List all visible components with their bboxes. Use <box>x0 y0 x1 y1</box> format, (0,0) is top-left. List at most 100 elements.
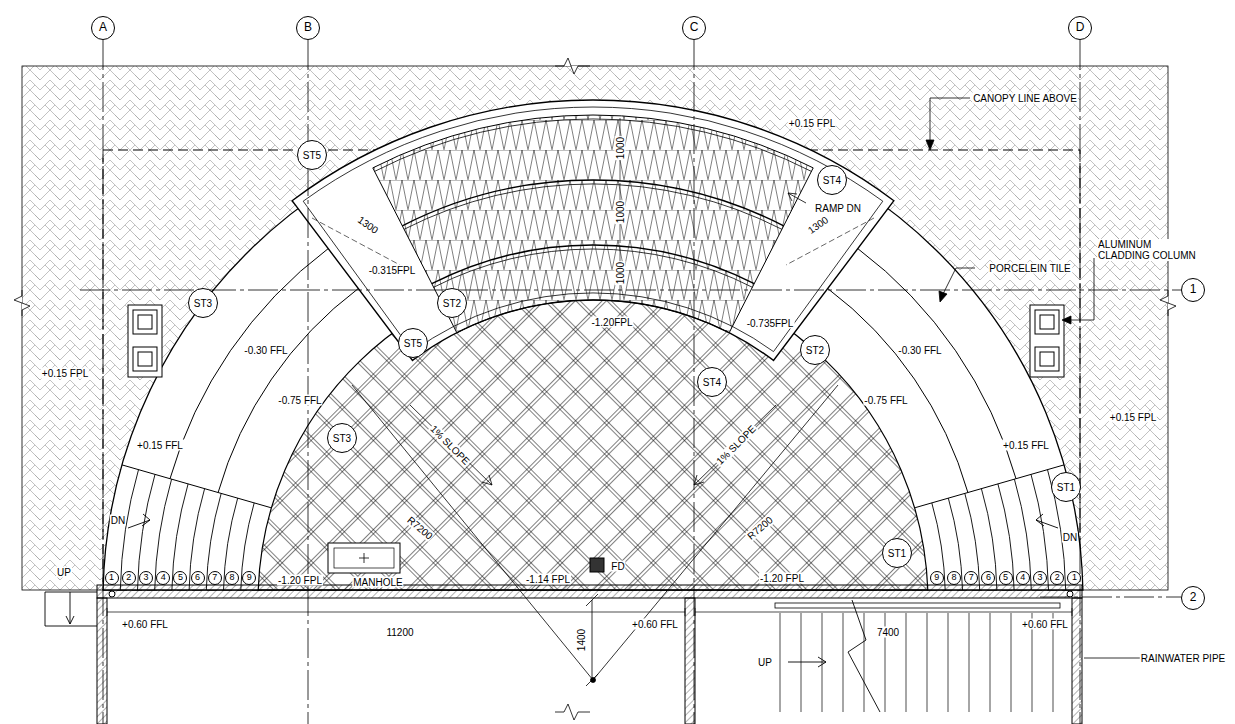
step-number-text: 9 <box>934 573 939 583</box>
grid-bubble: A <box>91 16 115 40</box>
dimension: 1000 <box>615 200 626 224</box>
grid-bubble: 1 <box>1181 278 1205 302</box>
step-number-text: 7 <box>969 573 974 583</box>
section-marker-text: ST4 <box>823 175 841 186</box>
step-number: 9 <box>930 571 944 585</box>
building-part <box>788 657 826 667</box>
steps-part <box>128 514 150 528</box>
section-marker: ST1 <box>882 538 912 568</box>
step-number-text: 5 <box>178 573 183 583</box>
step-number: 2 <box>122 571 136 585</box>
grid-bubble: B <box>296 16 320 40</box>
item-note: MANHOLE <box>352 577 403 588</box>
section-marker: ST3 <box>327 423 357 453</box>
building-part <box>109 591 115 597</box>
level-note: -1.20 FPL <box>759 573 805 584</box>
steps-part <box>155 479 172 590</box>
section-marker: ST2 <box>437 288 467 318</box>
section-marker: ST5 <box>297 140 327 170</box>
steps-part <box>120 470 138 590</box>
grid-lines <box>80 40 1181 724</box>
step-number-text: 2 <box>126 573 131 583</box>
amphitheatre-part <box>915 465 1064 508</box>
level-note: -0.30 FFL <box>243 345 288 356</box>
step-number: 1 <box>105 571 119 585</box>
step-number-text: 1 <box>1072 573 1077 583</box>
section-marker: ST5 <box>398 328 428 358</box>
columns-part <box>1030 305 1064 377</box>
columns-part <box>1040 315 1054 329</box>
grid-lines-part <box>103 40 1080 724</box>
paving-area-part <box>1160 290 1176 316</box>
step-number: 3 <box>1033 571 1047 585</box>
columns-part <box>1035 310 1059 334</box>
grid-bubble-text: D <box>1076 21 1085 34</box>
steps-part <box>965 493 980 590</box>
section-marker-text: ST5 <box>303 150 321 161</box>
steps-part <box>1036 514 1058 528</box>
amphitheatre <box>103 110 1083 590</box>
grid-bubble-text: B <box>304 21 312 34</box>
sunken-plaza-part <box>328 543 400 573</box>
building-part <box>1067 591 1073 597</box>
grid-bubble-text: C <box>690 21 699 34</box>
building-part <box>97 585 1082 598</box>
slope-and-radius-lines-part <box>591 678 596 683</box>
seating-tiers-part <box>312 218 400 265</box>
seating-tiers-part <box>375 119 812 171</box>
seating-tiers-part <box>434 249 753 287</box>
leader-lines-part <box>926 140 934 150</box>
grid-bubble: C <box>682 16 706 40</box>
level-note: +0.60 FFL <box>1021 619 1069 630</box>
slope-and-radius-lines <box>352 385 838 686</box>
step-number-text: 8 <box>951 573 956 583</box>
building-part <box>780 613 1053 712</box>
building <box>97 585 1140 724</box>
section-marker: ST4 <box>817 165 847 195</box>
columns-part <box>138 315 152 329</box>
steps-part <box>1031 474 1049 590</box>
stair-up-symbol-part <box>45 592 97 626</box>
columns-part <box>1035 347 1059 371</box>
section-marker-text: ST2 <box>443 298 461 309</box>
section-marker: ST3 <box>188 288 218 318</box>
level-note: -0.75 FFL <box>863 395 908 406</box>
seating-tiers-part <box>303 107 883 352</box>
paving-area <box>14 58 1176 590</box>
level-note: -1.14 FPL <box>525 574 571 585</box>
seating-tiers <box>292 100 894 360</box>
slope-and-radius-lines-part <box>410 405 492 485</box>
level-note: -1.20FPL <box>590 317 633 328</box>
grid-bubble-text: 2 <box>1190 591 1197 604</box>
step-number-text: 6 <box>986 573 991 583</box>
level-note: +0.15 FPL <box>41 368 89 379</box>
step-number: 8 <box>225 571 239 585</box>
level-note: -0.75 FFL <box>277 395 322 406</box>
section-marker-text: ST1 <box>888 548 906 559</box>
columns-part <box>133 310 157 334</box>
step-number-text: 8 <box>229 573 234 583</box>
building-part <box>685 598 695 724</box>
step-number: 8 <box>947 571 961 585</box>
level-note: +0.60 FFL <box>631 619 679 630</box>
ramp-note: RAMP DN <box>814 203 862 214</box>
leader-lines-part <box>1062 316 1071 324</box>
seating-tiers-part <box>404 184 782 229</box>
level-note: -0.30 FFL <box>897 345 942 356</box>
level-note: +0.15 FFL <box>1002 440 1050 451</box>
steps-part <box>189 489 205 590</box>
paving-area-part <box>22 66 1168 590</box>
steps-part <box>206 493 221 590</box>
direction-note: UP <box>757 657 773 668</box>
level-note: -0.315FPL <box>368 265 417 276</box>
step-number: 7 <box>208 571 222 585</box>
building-part <box>97 598 107 724</box>
leader-lines-part <box>939 291 947 302</box>
seating-tiers-part <box>373 115 813 333</box>
building-part <box>1072 598 1082 724</box>
seating-tiers-part <box>402 180 783 226</box>
grid-bubble: 2 <box>1181 586 1205 610</box>
seating-tiers-part <box>432 245 754 284</box>
